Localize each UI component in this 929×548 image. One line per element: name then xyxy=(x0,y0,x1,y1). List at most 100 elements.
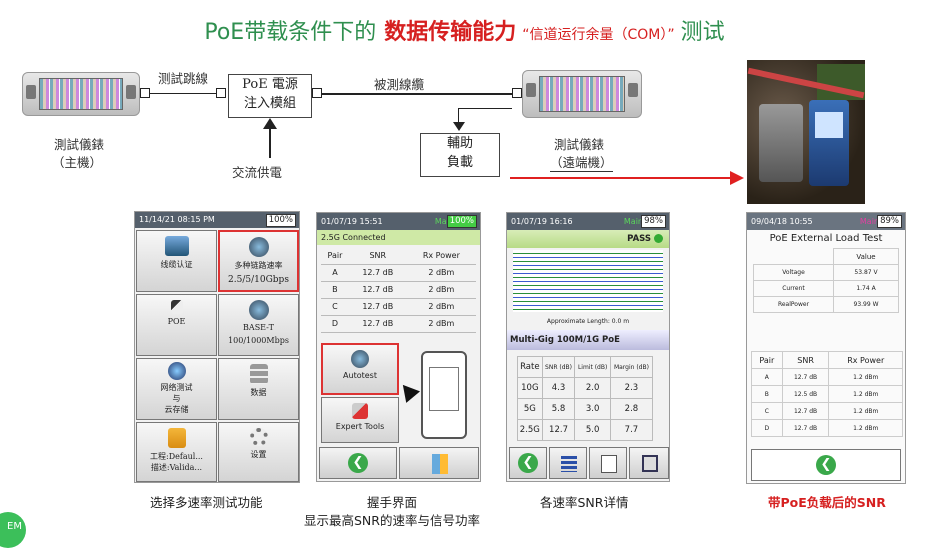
title-part4: 测试 xyxy=(680,20,725,45)
back-arrow-icon: ❮ xyxy=(518,453,538,473)
s3-length: Approximate Length: 0.0 m xyxy=(546,318,630,325)
multirate-icon xyxy=(248,237,269,257)
title-part2: 数据传输能力 xyxy=(384,20,517,45)
poe-icon xyxy=(170,300,183,314)
caption-screen1: 选择多速率测试功能 xyxy=(150,495,263,510)
gear-icon xyxy=(249,428,268,446)
expert-tools-button[interactable]: Expert Tools xyxy=(321,397,399,443)
tester-photo xyxy=(747,60,865,204)
edit-icon xyxy=(601,455,617,473)
title-part1: PoE带载条件下的 xyxy=(204,20,377,45)
s3-section: Multi-Gig 100M/1G PoE xyxy=(507,330,669,350)
base-t-icon xyxy=(248,300,269,320)
tester-drawing xyxy=(421,351,467,439)
s2-tool-button[interactable] xyxy=(399,447,479,479)
s3-timestamp: 01/07/19 16:16 xyxy=(511,217,573,226)
tile-settings[interactable]: 设置 xyxy=(218,422,299,482)
tile-cable-cert[interactable]: 线缆认证 xyxy=(136,230,217,292)
tile-network-test[interactable]: 网络测试与云存储 xyxy=(136,358,217,420)
caption-screen2-line2: 显示最高SNR的速率与信号功率 xyxy=(304,513,480,528)
tester-port xyxy=(140,88,150,98)
globe-icon xyxy=(167,362,186,380)
up-arrow-icon xyxy=(263,118,277,129)
list-icon xyxy=(561,456,577,472)
caption-screen3: 各速率SNR详情 xyxy=(540,495,629,510)
cable-under-test-label: 被測線纜 xyxy=(374,77,425,92)
autotest-icon xyxy=(351,350,369,368)
load-line2: 負載 xyxy=(446,155,473,170)
s4-back-button[interactable]: ❮ xyxy=(751,449,901,481)
back-button[interactable]: ❮ xyxy=(319,447,397,479)
patch-cord-label: 测試跳線 xyxy=(158,71,209,86)
back-arrow-icon: ❮ xyxy=(348,453,368,473)
load-line1: 輔助 xyxy=(446,136,473,151)
s4-title: PoE External Load Test xyxy=(769,233,883,244)
save-icon xyxy=(642,455,658,472)
s3-back-button[interactable]: ❮ xyxy=(509,447,547,479)
main-unit-line2: （主機） xyxy=(52,155,103,170)
chart-icon xyxy=(432,454,448,474)
corner-logo: EM xyxy=(0,512,26,548)
cursor-icon xyxy=(395,379,421,403)
s2-main: Main xyxy=(434,217,454,226)
s3-list-button[interactable] xyxy=(549,447,587,479)
caption-screen4: 带PoE负载后的SNR xyxy=(768,495,886,510)
s3-edit-button[interactable] xyxy=(589,447,627,479)
aux-load-box: 輔助 負載 xyxy=(420,133,500,177)
database-icon xyxy=(249,364,268,384)
s2-status: 2.5G Connected xyxy=(317,230,480,245)
wiremap-diagram xyxy=(513,250,663,312)
remote-tester-image xyxy=(522,70,642,118)
ac-power-label: 交流供電 xyxy=(232,165,283,180)
poe-injector-box: PoE 電源 注入模組 xyxy=(228,74,312,118)
s1-battery: 100% xyxy=(265,214,296,227)
injector-line2: 注入模組 xyxy=(243,96,296,111)
remote-unit-line2: （遠端機） xyxy=(550,152,613,172)
main-unit-line1: 測試儀錶 xyxy=(54,137,105,152)
injector-line1: PoE 電源 xyxy=(242,77,298,92)
s3-main: Main xyxy=(623,217,643,226)
title-part3: “信道运行余量（COM）” xyxy=(522,27,675,43)
slide-title: PoE带载条件下的数据传输能力 “信道运行余量（COM）” 测试 xyxy=(0,14,929,46)
folder-icon xyxy=(167,428,186,448)
tile-poe[interactable]: POE xyxy=(136,294,217,356)
s2-battery: 100% xyxy=(446,215,477,228)
main-tester-image xyxy=(22,72,140,116)
down-arrow-icon xyxy=(453,122,465,131)
s4-battery: 89% xyxy=(877,215,902,228)
red-arrow-icon xyxy=(730,171,744,185)
tile-project[interactable]: 工程:Defaul...描述:Valida... xyxy=(136,422,217,482)
back-arrow-icon: ❮ xyxy=(816,455,836,475)
autotest-button[interactable]: Autotest xyxy=(321,343,399,395)
s3-battery: 98% xyxy=(641,215,666,228)
pass-badge: PASS xyxy=(627,234,652,244)
tools-icon xyxy=(352,403,368,419)
s4-timestamp: 09/04/18 10:55 xyxy=(751,217,813,226)
tile-data[interactable]: 数据 xyxy=(218,358,299,420)
remote-unit-line1: 測試儀錶 xyxy=(554,137,605,152)
s3-save-button[interactable] xyxy=(629,447,669,479)
